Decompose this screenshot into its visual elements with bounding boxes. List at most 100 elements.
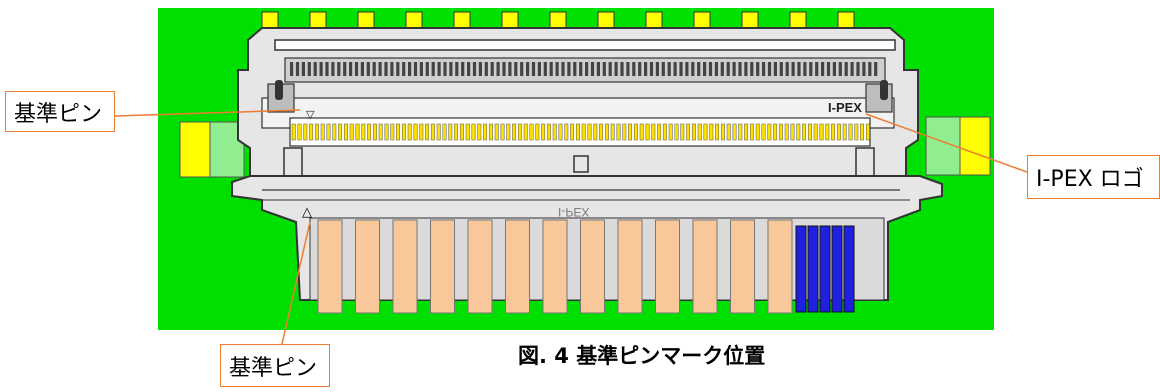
lower-contact-pin — [604, 123, 609, 141]
lower-contact-pin — [465, 123, 470, 141]
lower-contact-pin — [749, 123, 754, 141]
solder-pad — [317, 219, 343, 314]
lower-contact-pin — [483, 123, 488, 141]
upper-contact-pin — [390, 62, 394, 76]
upper-contact-pin — [290, 62, 294, 76]
lower-contact-pin — [506, 123, 511, 141]
lower-contact-pin — [819, 123, 824, 141]
ground-pad-group — [795, 225, 855, 313]
upper-contact-pin — [626, 62, 630, 76]
upper-contact-pin — [354, 62, 359, 76]
upper-contact-pin — [750, 62, 754, 76]
upper-contact-pin — [366, 62, 370, 76]
lower-contact-pin — [691, 123, 696, 141]
lower-contact-pin — [419, 123, 424, 141]
ground-pad — [843, 225, 855, 313]
upper-contact-pin — [449, 62, 453, 76]
upper-contact-pin — [508, 62, 512, 76]
lower-contact-pin — [378, 123, 383, 141]
upper-contact-pin — [602, 62, 606, 76]
upper-contact-pin — [762, 62, 766, 76]
lower-contact-pin — [715, 123, 720, 141]
lower-contact-pin — [448, 123, 453, 141]
upper-contact-pin — [419, 62, 423, 76]
lower-contact-pin — [332, 123, 337, 141]
lower-contact-pin — [488, 123, 493, 141]
upper-contact-pin — [378, 62, 382, 76]
upper-contact-pin — [797, 62, 801, 76]
bottom-pad-row — [317, 219, 793, 314]
lower-contact-pin — [303, 123, 308, 141]
lower-contact-pin — [633, 123, 638, 141]
lower-contact-pin — [326, 123, 331, 141]
lower-contact-pin — [297, 123, 302, 141]
lower-contact-pin — [575, 123, 580, 141]
lower-contact-pin — [755, 123, 760, 141]
lower-contact-pin — [500, 123, 505, 141]
lower-contact-pin — [778, 123, 783, 141]
upper-contact-pin — [360, 62, 364, 76]
lower-contact-pin — [616, 123, 621, 141]
lower-contact-pin — [471, 123, 476, 141]
upper-contact-pin — [862, 62, 866, 76]
ground-pad — [831, 225, 843, 313]
lower-contact-pin — [546, 123, 551, 141]
upper-contact-pin — [744, 62, 748, 76]
upper-contact-pin — [697, 62, 701, 76]
side-pad-right — [925, 116, 991, 176]
connector-upper-housing — [237, 27, 919, 181]
upper-contact-pin — [691, 62, 695, 76]
upper-contact-pin — [579, 62, 583, 76]
lower-contact-pin — [442, 123, 447, 141]
lower-contact-pin — [622, 123, 627, 141]
lower-contact-pin — [836, 123, 841, 141]
upper-contact-pin — [644, 62, 648, 76]
ground-pad — [795, 225, 807, 313]
lower-contact-pin — [720, 123, 725, 141]
upper-contact-pin — [496, 62, 500, 76]
solder-pad — [542, 219, 568, 314]
lower-pin-row — [291, 123, 870, 141]
lower-contact-pin — [807, 123, 812, 141]
upper-contact-pin — [573, 62, 577, 76]
lower-contact-pin — [401, 123, 406, 141]
upper-contact-pin — [585, 62, 589, 76]
solder-pad — [580, 219, 605, 314]
lower-contact-pin — [459, 123, 464, 141]
lower-contact-pin — [512, 123, 517, 141]
upper-pin-row — [290, 62, 878, 76]
upper-contact-pin — [703, 62, 707, 76]
upper-contact-pin — [685, 62, 689, 76]
lower-contact-pin — [744, 123, 749, 141]
lower-contact-pin — [384, 123, 389, 141]
lower-contact-pin — [703, 123, 708, 141]
ground-pad — [819, 225, 831, 313]
lower-contact-pin — [680, 123, 685, 141]
upper-contact-pin — [319, 62, 323, 76]
upper-contact-pin — [437, 62, 441, 76]
callout-ipex-logo: I-PEX ロゴ — [1027, 155, 1160, 199]
upper-contact-pin — [632, 62, 636, 76]
ipex-logo-mirrored: I-PEX — [558, 205, 589, 219]
solder-pad — [730, 219, 755, 314]
upper-contact-pin — [490, 62, 494, 76]
upper-contact-pin — [608, 62, 612, 76]
lower-contact-pin — [674, 123, 679, 141]
upper-contact-pin — [649, 62, 654, 76]
lower-contact-pin — [813, 123, 818, 141]
lower-contact-pin — [802, 123, 807, 141]
upper-contact-pin — [844, 62, 848, 76]
lower-contact-pin — [541, 123, 546, 141]
lower-contact-pin — [593, 123, 598, 141]
upper-contact-pin — [809, 62, 813, 76]
upper-contact-pin — [384, 62, 388, 76]
upper-contact-pin — [396, 62, 400, 76]
upper-contact-pin — [549, 62, 553, 76]
lower-contact-pin — [697, 123, 702, 141]
upper-contact-pin — [714, 62, 718, 76]
top-contact-tabs — [261, 11, 855, 31]
upper-contact-pin — [638, 62, 642, 76]
solder-pad — [505, 219, 530, 314]
upper-contact-pin — [343, 62, 347, 76]
